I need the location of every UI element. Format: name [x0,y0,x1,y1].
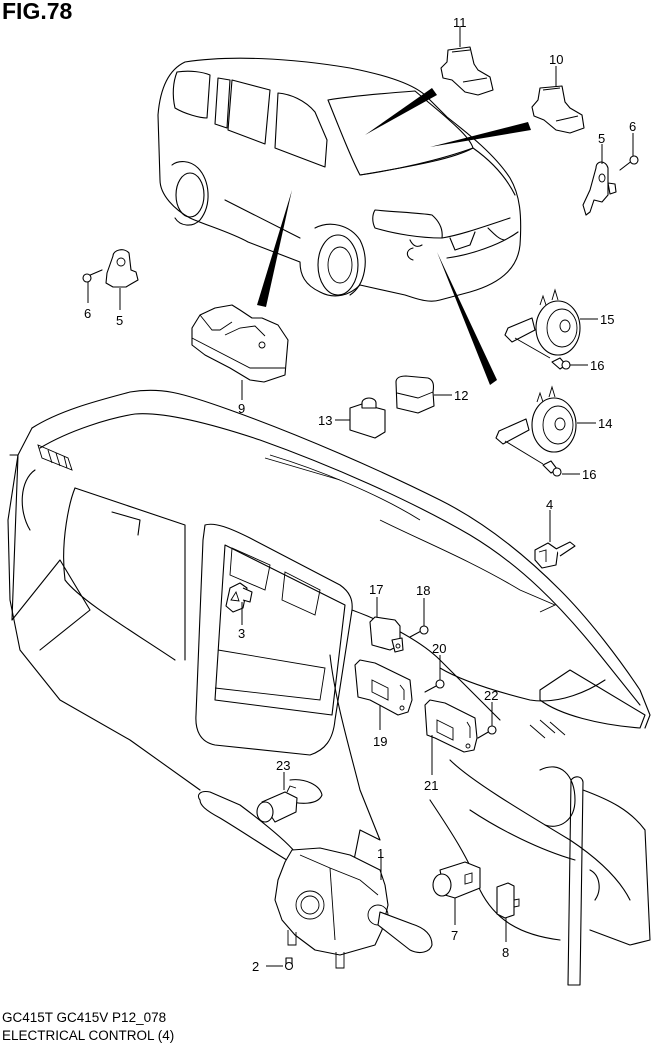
vehicle-illustration [157,57,531,385]
part-9-master-window-switch[interactable] [191,304,289,400]
part-13-switch[interactable] [335,397,386,439]
section-title-caption: ELECTRICAL CONTROL (4) [2,1028,175,1043]
part-11-window-switch[interactable] [440,27,494,96]
pointer-wedge-10 [430,122,531,147]
callout-17: 17 [369,582,383,597]
part-12-switch[interactable] [395,375,452,414]
pointer-wedge-11 [365,88,437,135]
part-16-bolt-top[interactable] [514,337,588,370]
callout-7: 7 [451,928,458,943]
part-23-cigarette-lighter[interactable] [256,772,323,823]
part-16-bolt-bottom[interactable] [504,440,580,477]
callout-19: 19 [373,734,387,749]
callout-6-left: 6 [84,306,91,321]
part-10-window-switch[interactable] [531,66,585,134]
part-21-control-unit[interactable] [424,699,478,775]
callout-3: 3 [238,626,245,641]
part-22-screw[interactable] [477,702,497,739]
callout-21: 21 [424,778,438,793]
callout-22: 22 [484,688,498,703]
callout-20: 20 [432,641,446,656]
callout-2: 2 [252,959,259,974]
part-17-relay[interactable] [369,597,404,653]
callout-9: 9 [238,401,245,416]
part-2-screw[interactable] [266,957,294,971]
part-5-door-switch-left[interactable] [105,249,139,310]
callout-18: 18 [416,583,430,598]
part-1-combination-switch[interactable] [197,791,433,969]
part-7-leveling-switch[interactable] [432,861,481,925]
figure-title: FIG.78 [2,0,73,24]
callout-11: 11 [453,15,467,30]
callout-14: 14 [598,416,612,431]
callout-15: 15 [600,312,614,327]
callout-1: 1 [377,846,384,861]
part-14-horn-low[interactable] [495,385,596,453]
callout-13: 13 [318,413,332,428]
part-19-control-unit[interactable] [354,659,413,730]
part-6-screw-right[interactable] [619,133,639,171]
part-20-screw[interactable] [424,655,445,693]
part-15-horn-high[interactable] [504,288,598,356]
part-5-door-switch-right[interactable] [582,144,617,216]
callout-12: 12 [454,388,468,403]
part-8-switch-cover[interactable] [496,882,520,942]
model-code-caption: GC415T GC415V P12_078 [2,1010,167,1025]
callout-5-right: 5 [598,131,605,146]
pointer-wedge-9 [257,190,292,307]
callout-4: 4 [546,497,553,512]
callout-16-bottom: 16 [582,467,596,482]
part-3-hazard-switch[interactable] [225,582,253,625]
callout-23: 23 [276,758,290,773]
part-6-screw-left[interactable] [82,269,103,303]
callout-5-left: 5 [116,313,123,328]
part-4-stop-lamp-switch[interactable] [534,510,576,569]
callout-8: 8 [502,945,509,960]
callout-10: 10 [549,52,563,67]
part-18-screw[interactable] [409,598,429,638]
callout-6-right: 6 [629,119,636,134]
pointer-wedge-14 [437,252,497,385]
callout-16-top: 16 [590,358,604,373]
